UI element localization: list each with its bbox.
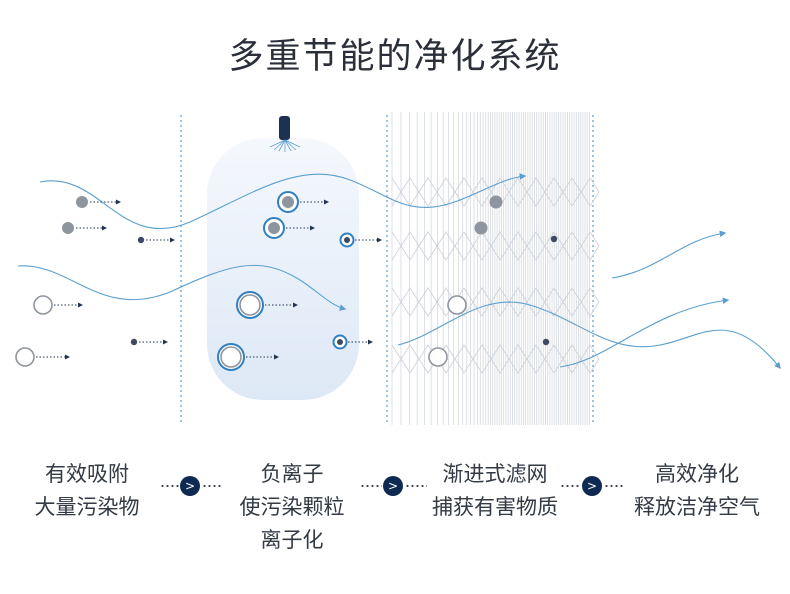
ion-emitter-spray (269, 139, 301, 152)
connector-1-dots-left (160, 485, 180, 487)
page-title: 多重节能的净化系统 (228, 37, 562, 77)
step-3-caption: 渐进式滤网 捕获有害物质 (410, 458, 580, 524)
step-3-line-1: 渐进式滤网 (442, 462, 548, 486)
ionized-particle (268, 222, 280, 234)
pollutant-particle (474, 221, 488, 235)
fine-particle (550, 235, 558, 243)
ion-emitter (279, 116, 290, 140)
step-3-line-2: 捕获有害物质 (432, 495, 558, 519)
airflow-line-3 (397, 301, 781, 370)
filter-zigzag-band (391, 344, 600, 360)
pollutant-particle-hollow (428, 347, 448, 367)
step-1-caption: 有效吸附 大量污染物 (2, 458, 172, 524)
connector-2-dots-left (360, 485, 382, 487)
airflow-line-4 (611, 230, 727, 279)
purification-diagram (15, 112, 781, 425)
ionized-fine-particle (344, 237, 350, 243)
filter-zigzag-band (391, 287, 600, 303)
pollutant-particle-hollow (15, 347, 35, 367)
connector-2-arrow-icon: > (383, 476, 403, 496)
step-4-caption: 高效净化 释放洁净空气 (612, 458, 782, 524)
airflow-line-1 (39, 173, 527, 230)
pollutant-particle (76, 196, 88, 208)
filter-zigzag-band (391, 231, 600, 247)
ionized-particle-hollow (220, 346, 242, 368)
pollutant-particle (489, 195, 503, 209)
pollutant-particle (62, 222, 74, 234)
step-4-line-2: 释放洁净空气 (634, 495, 760, 519)
connector-1-arrow-icon: > (180, 476, 200, 496)
connector-3-dots-right (604, 485, 624, 487)
filter-zigzag-band (391, 245, 600, 261)
filter-zigzag-band (391, 301, 600, 317)
connector-3-dots-left (560, 485, 580, 487)
progressive-filter-mesh (391, 112, 600, 425)
airflow-line-2 (17, 264, 347, 311)
pollutant-particle-hollow (33, 295, 53, 315)
step-4-line-1: 高效净化 (655, 462, 739, 486)
ionized-fine-particle (337, 339, 343, 345)
pollutant-particle-hollow (447, 295, 467, 315)
step-2-line-2: 使污染颗粒 (239, 495, 345, 519)
ionized-particle (282, 196, 294, 208)
particles (15, 191, 558, 371)
step-1-line-2: 大量污染物 (34, 495, 140, 519)
connector-2-dots-right (405, 485, 427, 487)
fine-particle (542, 338, 550, 346)
airflow-line-5 (559, 297, 730, 368)
step-1-line-1: 有效吸附 (45, 462, 129, 486)
ionized-particle-hollow (239, 294, 261, 316)
connector-1-dots-right (202, 485, 222, 487)
ion-chamber (207, 138, 359, 400)
step-2-line-1: 负离子 (260, 462, 324, 486)
step-2-line-3: 离子化 (260, 528, 324, 552)
fine-particle (130, 338, 138, 346)
filter-zigzag-band (391, 358, 600, 374)
connector-3-arrow-icon: > (582, 476, 602, 496)
fine-particle (137, 236, 145, 244)
step-2-caption: 负离子 使污染颗粒 离子化 (207, 458, 377, 557)
